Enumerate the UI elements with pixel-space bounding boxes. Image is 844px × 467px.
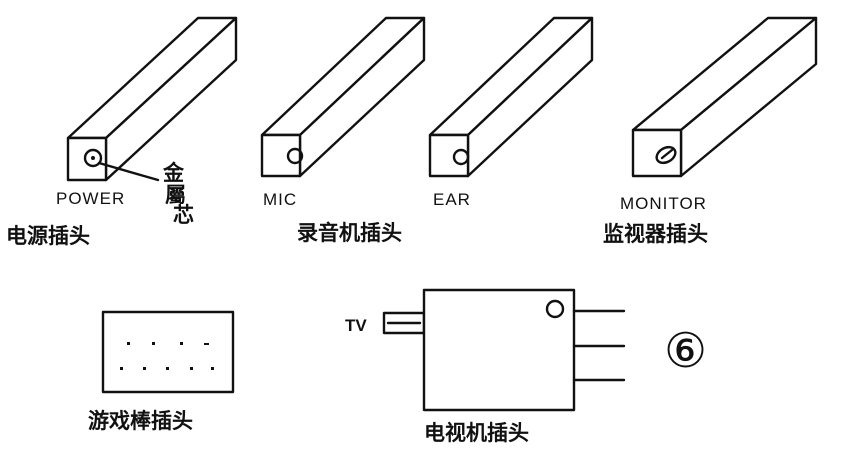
joystick-plug-body	[101, 310, 235, 394]
monitor-label: MONITOR	[620, 194, 707, 213]
core-leader-line	[97, 161, 160, 182]
core-label-char-3: 芯	[173, 203, 194, 227]
joystick-pin	[190, 367, 193, 370]
joystick-pin	[152, 342, 155, 345]
ear-plug	[428, 16, 594, 178]
tv-plug-body	[422, 288, 576, 412]
joystick-plug	[101, 310, 235, 394]
power-label: POWER	[56, 189, 125, 208]
power-plug-core-pin	[91, 156, 95, 160]
power-plug-outer-ring	[83, 148, 103, 168]
joystick-pin	[120, 367, 123, 370]
power-plug	[66, 16, 238, 182]
tv-plug	[382, 288, 626, 412]
monitor-plug	[631, 16, 818, 178]
figure-number: ⑥	[664, 323, 707, 379]
joystick-pin	[166, 367, 169, 370]
core-label-char-1: 金	[162, 161, 185, 185]
joystick-pin	[180, 342, 183, 345]
ear-plug-front-face	[428, 133, 470, 178]
monitor-caption: 监视器插头	[603, 222, 708, 246]
tv-plug-socket	[545, 299, 565, 319]
core-label-char-2: 屬	[165, 183, 186, 207]
tv-caption: 电视机插头	[424, 421, 529, 445]
recorder-caption: 录音机插头	[297, 221, 402, 245]
ear-label: EAR	[433, 190, 471, 209]
joystick-pin	[211, 367, 214, 370]
ear-plug-socket	[452, 148, 470, 166]
joystick-pin	[143, 367, 146, 370]
monitor-plug-socket	[655, 145, 677, 165]
tv-label: TV	[345, 316, 367, 335]
monitor-plug-socket-highlight	[660, 148, 674, 160]
mic-plug-front-face	[260, 133, 302, 178]
joystick-caption: 游戏棒插头	[88, 409, 193, 433]
joystick-pin	[204, 343, 209, 345]
power-plug-front-face	[66, 136, 108, 182]
joystick-pin	[127, 342, 130, 345]
mic-plug	[260, 16, 426, 178]
power-caption: 电源插头	[6, 224, 90, 248]
mic-plug-socket	[286, 147, 304, 165]
mic-label: MIC	[263, 190, 297, 209]
